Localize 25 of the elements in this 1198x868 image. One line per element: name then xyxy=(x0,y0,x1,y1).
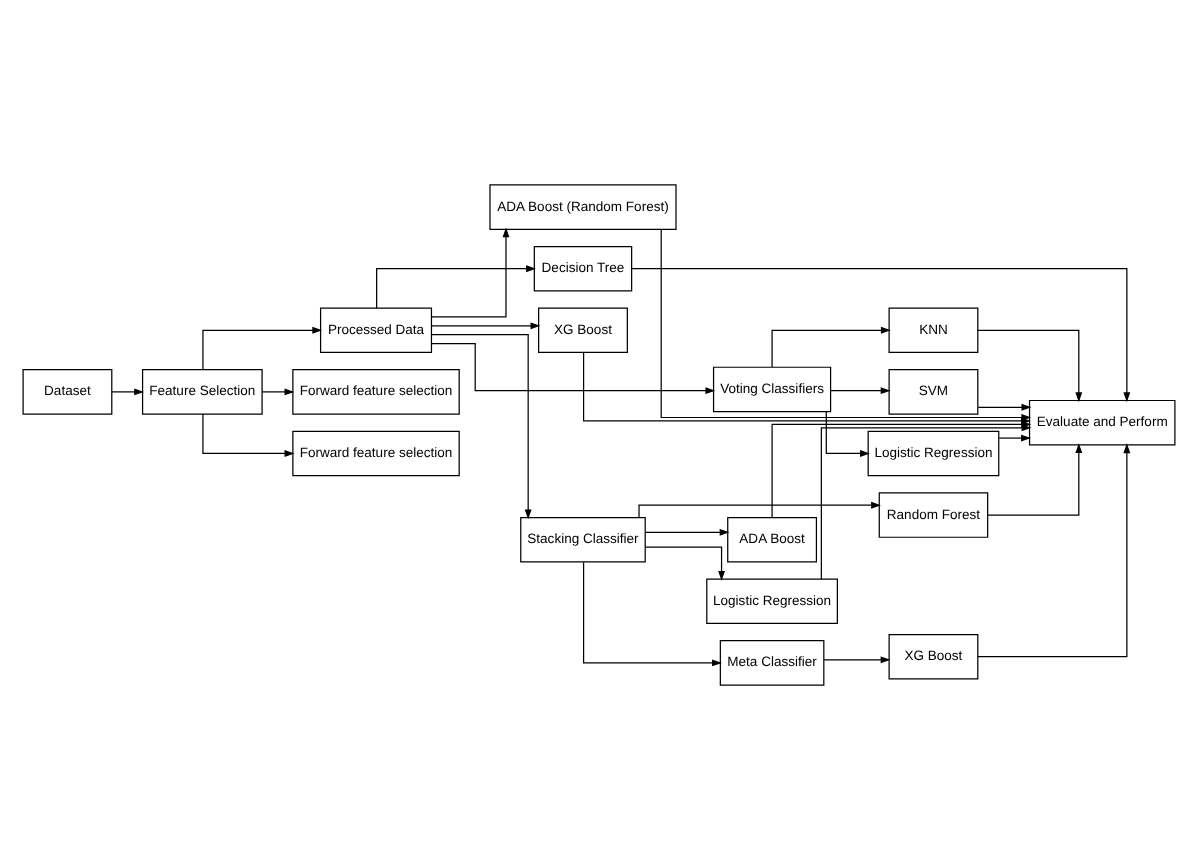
arrow xyxy=(111,387,145,395)
arrow xyxy=(261,387,295,395)
arrow xyxy=(977,442,1131,657)
arrow xyxy=(825,410,870,456)
arrow xyxy=(430,226,510,317)
arrow xyxy=(830,386,891,394)
arrow xyxy=(202,325,323,370)
arrow xyxy=(638,500,881,517)
arrow xyxy=(977,402,1032,410)
arrow xyxy=(583,560,722,666)
arrow xyxy=(644,527,730,535)
arrow xyxy=(998,433,1031,441)
arrow xyxy=(202,412,295,456)
arrow xyxy=(376,264,536,308)
arrow xyxy=(987,442,1083,515)
arrow xyxy=(977,328,1083,402)
arrow xyxy=(644,545,726,580)
arrow xyxy=(430,321,541,329)
arrow xyxy=(823,655,891,663)
arrow xyxy=(631,267,1131,402)
arrow xyxy=(431,333,532,519)
arrow xyxy=(820,423,1032,579)
arrow xyxy=(660,228,1032,420)
arrow xyxy=(431,341,716,394)
arrow xyxy=(771,325,891,367)
